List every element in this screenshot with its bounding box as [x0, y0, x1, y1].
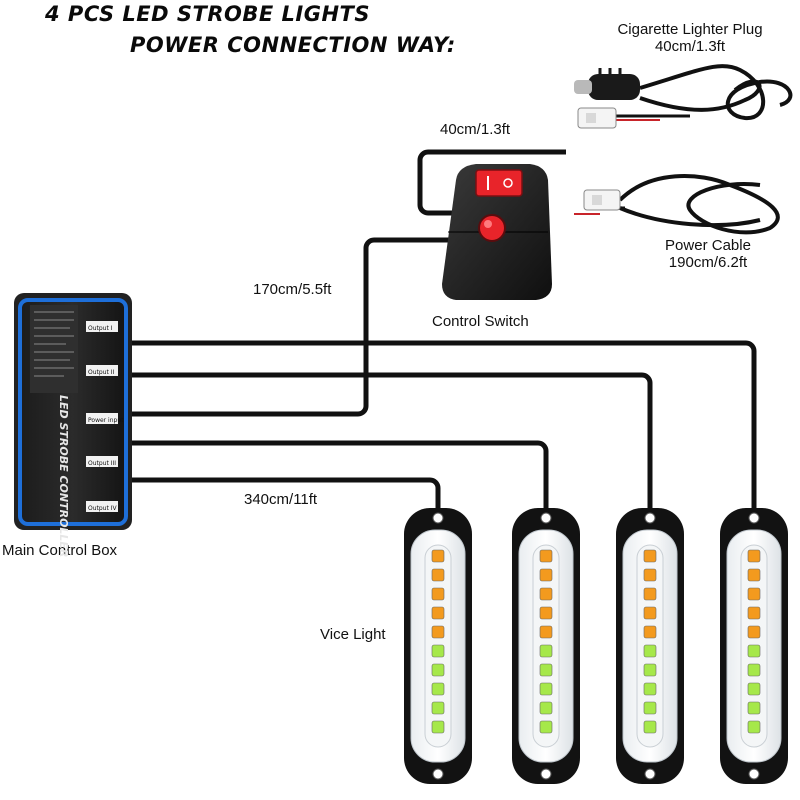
amber-led — [431, 549, 445, 563]
mount-hole — [644, 512, 656, 524]
cigarette-plug-name: Cigarette Lighter Plug — [617, 21, 763, 38]
amber-led — [539, 568, 553, 582]
green-led — [539, 663, 553, 677]
vice-lights — [404, 508, 788, 784]
cable-output-4 — [128, 477, 441, 512]
port-label-4: Output III — [88, 460, 116, 467]
cable-switch-lead — [417, 149, 566, 216]
mount-hole — [748, 512, 760, 524]
green-led — [431, 682, 445, 696]
green-led — [747, 720, 761, 734]
light-cable-length-label: 340cm/11ft — [244, 491, 318, 508]
cigarette-plug-cable — [574, 64, 793, 129]
control-switch-label: Control Switch — [432, 313, 529, 330]
mount-hole — [748, 768, 760, 780]
amber-led — [643, 587, 657, 601]
amber-led — [643, 625, 657, 639]
green-led — [539, 682, 553, 696]
amber-led — [747, 549, 761, 563]
control-switch — [442, 164, 552, 300]
cable-output-3 — [128, 440, 549, 512]
green-led — [643, 701, 657, 715]
title-line-1: 4 PCS LED STROBE LIGHTS — [45, 2, 370, 26]
amber-led — [643, 606, 657, 620]
amber-led — [539, 606, 553, 620]
green-led — [747, 682, 761, 696]
cigarette-plug-label: Cigarette Lighter Plug 40cm/1.3ft — [590, 21, 790, 55]
amber-led — [431, 625, 445, 639]
green-led — [747, 701, 761, 715]
mount-hole — [644, 768, 656, 780]
vice-light — [616, 508, 684, 784]
amber-led — [431, 606, 445, 620]
main-cable-length-label: 170cm/5.5ft — [253, 281, 332, 298]
output-cables — [128, 149, 757, 512]
output-ports: Output I Output II Power input Output II… — [86, 321, 124, 512]
vice-light-label: Vice Light — [320, 626, 386, 643]
power-cable-name: Power Cable — [665, 237, 751, 254]
amber-led — [747, 587, 761, 601]
cable-power-input — [128, 237, 450, 417]
mount-hole — [540, 512, 552, 524]
amber-led — [747, 606, 761, 620]
green-led — [431, 701, 445, 715]
amber-led — [539, 549, 553, 563]
port-label-2: Output II — [88, 369, 115, 376]
cigarette-plug-body — [588, 74, 640, 100]
amber-led — [431, 587, 445, 601]
amber-led — [431, 568, 445, 582]
amber-led — [643, 568, 657, 582]
power-cable-coil — [574, 173, 780, 235]
mount-hole — [432, 512, 444, 524]
rocker-switch — [475, 169, 523, 197]
green-led — [747, 644, 761, 658]
green-led — [643, 682, 657, 696]
amber-led — [747, 625, 761, 639]
green-led — [643, 663, 657, 677]
green-led — [539, 701, 553, 715]
power-cable-length: 190cm/6.2ft — [668, 254, 748, 271]
cigarette-plug-length: 40cm/1.3ft — [654, 38, 726, 55]
cable-output-2 — [128, 372, 653, 512]
amber-led — [643, 549, 657, 563]
port-label-5: Output IV — [88, 505, 118, 512]
amber-led — [539, 625, 553, 639]
vice-light — [720, 508, 788, 784]
green-led — [539, 720, 553, 734]
port-label-1: Output I — [88, 325, 113, 332]
mount-hole — [540, 768, 552, 780]
green-led — [431, 663, 445, 677]
controller-name: LED STROBE CONTROLLER — [57, 395, 70, 557]
mount-hole — [432, 768, 444, 780]
port-label-3: Power input — [88, 417, 124, 424]
green-led — [431, 720, 445, 734]
push-button — [478, 214, 506, 242]
main-control-box: LED STROBE CONTROLLER Output I Output II… — [14, 293, 132, 557]
main-control-box-label: Main Control Box — [2, 542, 118, 559]
cigarette-plug-connector — [577, 107, 617, 129]
green-led — [539, 644, 553, 658]
green-led — [643, 720, 657, 734]
amber-led — [539, 587, 553, 601]
title-line-2: POWER CONNECTION WAY: — [130, 33, 456, 57]
green-led — [747, 663, 761, 677]
green-led — [643, 644, 657, 658]
amber-led — [747, 568, 761, 582]
switch-cable-length-label: 40cm/1.3ft — [440, 121, 511, 138]
vice-light — [512, 508, 580, 784]
cable-output-1 — [128, 340, 757, 512]
green-led — [431, 644, 445, 658]
power-cable-label: Power Cable 190cm/6.2ft — [608, 237, 800, 271]
vice-light — [404, 508, 472, 784]
